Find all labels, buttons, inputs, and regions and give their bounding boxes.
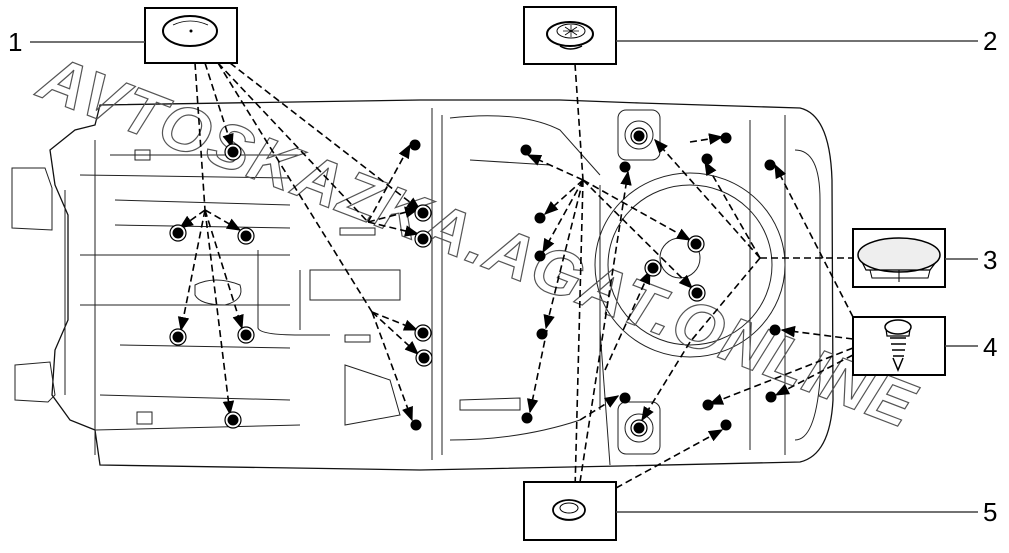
leader-line	[542, 179, 584, 254]
leader-line	[704, 160, 761, 259]
plug-location-30-callout-4[interactable]	[769, 324, 781, 336]
leader-line	[708, 347, 854, 405]
plug-location-22-callout-2[interactable]	[619, 392, 631, 404]
spare-tire-well	[594, 172, 786, 358]
plug-location-3-callout-1[interactable]	[240, 230, 252, 242]
plug-location-28-callout-3[interactable]	[702, 399, 714, 411]
leader-line	[204, 209, 244, 330]
leader-line	[582, 179, 694, 290]
leader-line	[579, 395, 620, 421]
plug-location-14-callout-2[interactable]	[534, 212, 546, 224]
floor-oval-cutout	[194, 279, 242, 306]
rear-left-bracket	[14, 361, 56, 403]
leader-line	[574, 63, 584, 181]
plug-location-24-callout-5[interactable]	[633, 422, 645, 434]
leader-line	[194, 62, 206, 211]
leader-line	[229, 62, 422, 211]
leader-line	[780, 325, 854, 340]
leader-line	[579, 170, 632, 483]
callout-2[interactable]: 2	[523, 6, 997, 65]
plug-location-1-callout-1[interactable]	[227, 146, 239, 158]
leader-line	[526, 154, 584, 181]
plug-location-11-callout-1[interactable]	[409, 139, 421, 151]
callout-3[interactable]: 3	[852, 228, 997, 288]
leader-line	[371, 311, 413, 422]
rear-strut-tower-upper	[617, 109, 661, 161]
leader-line	[689, 133, 724, 145]
callout-1[interactable]: 1	[8, 7, 238, 64]
plug-location-2-callout-1[interactable]	[172, 227, 184, 239]
leader-line	[774, 163, 854, 318]
plug-location-20-callout-2[interactable]	[647, 262, 659, 274]
plug-location-23-callout-5[interactable]	[633, 130, 645, 142]
leader-line	[371, 311, 419, 331]
plug-location-9-callout-1[interactable]	[417, 327, 429, 339]
leader-line	[543, 179, 584, 330]
plug-location-17-callout-2[interactable]	[521, 412, 533, 424]
callout-5[interactable]: 5	[523, 481, 997, 541]
plug-location-12-callout-1[interactable]	[410, 419, 422, 431]
leader-line	[177, 209, 206, 332]
leader-line	[689, 257, 761, 343]
plug-location-27-callout-3[interactable]	[701, 153, 713, 165]
plug-location-7-callout-1[interactable]	[417, 207, 429, 219]
callout-number-1: 1	[8, 27, 22, 57]
plug-location-4-callout-1[interactable]	[172, 331, 184, 343]
plug-location-18-callout-2[interactable]	[619, 161, 631, 173]
plug-location-8-callout-1[interactable]	[417, 233, 429, 245]
plug-location-5-callout-1[interactable]	[240, 329, 252, 341]
leader-line	[543, 179, 584, 215]
leader-line	[574, 179, 584, 491]
plug-location-31-callout-4[interactable]	[765, 391, 777, 403]
plug-location-26-callout-5[interactable]	[720, 419, 732, 431]
leader-line	[367, 143, 411, 223]
plug-location-13-callout-2[interactable]	[520, 144, 532, 156]
leader-line	[615, 429, 724, 489]
ribbed-grommet-icon	[546, 21, 594, 50]
leader-line	[774, 354, 854, 396]
leader-line	[367, 221, 420, 237]
plug-location-25-callout-5[interactable]	[720, 132, 732, 144]
leader-lines	[177, 62, 854, 491]
leader-line	[604, 269, 651, 371]
plug-location-10-callout-1[interactable]	[418, 352, 430, 364]
leader-line	[204, 209, 235, 416]
leader-line	[371, 311, 420, 355]
rear-strut-tower-lower	[617, 401, 661, 455]
floor-wedge-panel	[344, 364, 401, 426]
plug-location-29-callout-4[interactable]	[764, 159, 776, 171]
plug-markers	[169, 127, 781, 437]
push-clip-icon	[884, 319, 912, 372]
ring-grommet-icon	[552, 499, 586, 521]
plug-location-21-callout-2[interactable]	[691, 287, 703, 299]
leader-line	[654, 138, 761, 259]
plug-location-6-callout-1[interactable]	[227, 414, 239, 426]
leader-line	[582, 179, 692, 241]
plug-location-15-callout-2[interactable]	[534, 250, 546, 262]
plug-location-16-callout-2[interactable]	[536, 328, 548, 340]
leader-line	[367, 206, 420, 223]
leader-line	[217, 62, 369, 223]
leader-line	[641, 341, 691, 422]
callout-number-2: 2	[983, 26, 997, 56]
leader-line	[178, 209, 206, 229]
plug-location-19-callout-2[interactable]	[690, 238, 702, 250]
front-left-bracket	[11, 167, 53, 231]
callout-4[interactable]: 4	[852, 316, 997, 376]
callout-number-3: 3	[983, 245, 997, 275]
leader-line	[526, 329, 548, 414]
leader-line	[217, 62, 373, 313]
cap-plug-icon	[857, 237, 941, 282]
leader-line	[204, 62, 234, 149]
callout-number-5: 5	[983, 497, 997, 527]
callout-number-4: 4	[983, 332, 997, 362]
leader-line	[204, 209, 242, 231]
